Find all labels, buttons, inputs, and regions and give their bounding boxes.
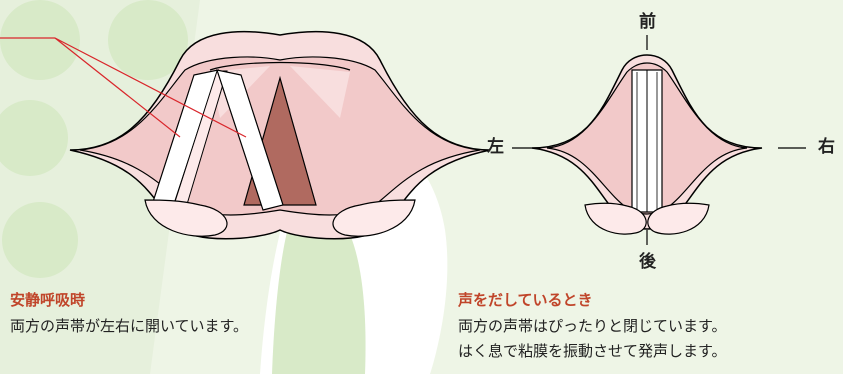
direction-right-label: 右 — [818, 137, 835, 157]
rest-description: 両方の声帯が左右に開いています。 — [10, 317, 249, 335]
leader-line — [54, 37, 247, 138]
rest-heading: 安静呼吸時 — [10, 291, 86, 309]
direction-front-label: 前 — [639, 12, 656, 32]
arytenoid-left — [144, 199, 228, 237]
vocal-fold-right — [216, 69, 284, 211]
direction-left-label: 左 — [487, 137, 504, 157]
voice-description-line-1: 両方の声帯はぴったりと閉じています。 — [458, 317, 727, 335]
decor-green-shape — [272, 198, 366, 374]
decor-circle — [2, 202, 78, 278]
decor-circle — [108, 0, 188, 80]
decor-circle — [0, 100, 68, 176]
decor-circle — [0, 0, 80, 80]
voice-description-line-2: はく息で粘膜を振動させて発声します。 — [458, 342, 727, 360]
leader-line — [54, 37, 181, 138]
arytenoid-right — [332, 199, 416, 237]
voice-heading: 声をだしているとき — [458, 291, 593, 309]
arytenoid-right — [647, 202, 710, 235]
arytenoid-left — [584, 202, 647, 235]
direction-back-label: 後 — [639, 252, 656, 272]
